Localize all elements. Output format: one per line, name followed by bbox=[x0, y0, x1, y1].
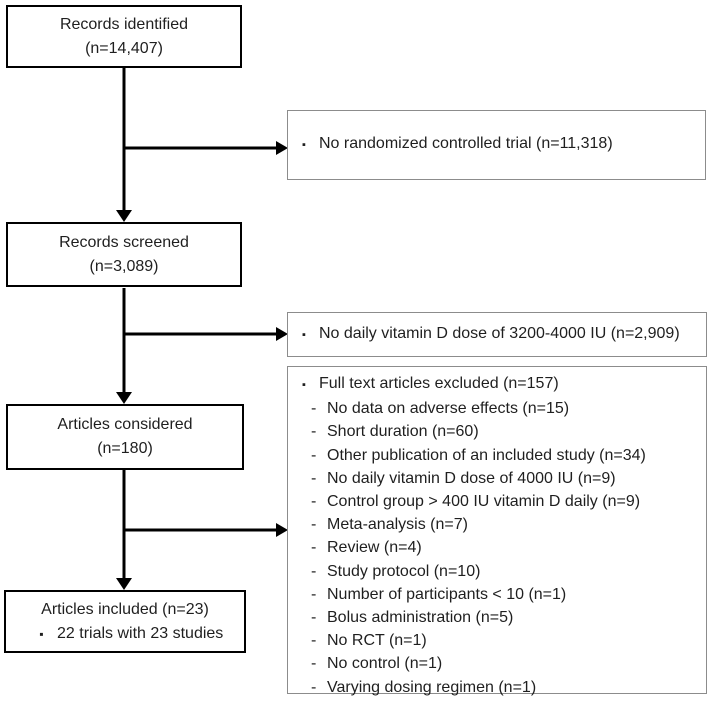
square-bullet-icon: ▪ bbox=[302, 379, 306, 391]
exclusion-reason-item: -Review (n=4) bbox=[288, 536, 706, 559]
exclusion-reason-item: -Varying dosing regimen (n=1) bbox=[288, 676, 706, 699]
dash-marker: - bbox=[311, 632, 317, 650]
box-label: Articles included (n=23) bbox=[41, 600, 209, 618]
exclusion-reason-item: -Control group > 400 IU vitamin D daily … bbox=[288, 490, 706, 513]
exclusion-reason-item: -No data on adverse effects (n=15) bbox=[288, 397, 706, 420]
exclusion-reason-item: -No control (n=1) bbox=[288, 652, 706, 675]
dash-marker: - bbox=[311, 562, 317, 580]
exclusion-reason-item: -Other publication of an included study … bbox=[288, 444, 706, 467]
box-label: Records identified bbox=[59, 15, 189, 33]
exclusion-reason-text: No control (n=1) bbox=[327, 655, 443, 673]
exclusion-reason-text: Varying dosing regimen (n=1) bbox=[327, 678, 537, 696]
box-label: Records screened bbox=[59, 233, 189, 251]
exclusion-row: ▪ No randomized controlled trial (n=11,3… bbox=[288, 132, 613, 157]
exclusion-reason-item: -Meta-analysis (n=7) bbox=[288, 513, 706, 536]
dash-marker: - bbox=[311, 585, 317, 603]
included-detail-text: 22 trials with 23 studies bbox=[57, 624, 224, 642]
square-bullet-icon: ▪ bbox=[302, 139, 306, 152]
included-detail-row: ▪ 22 trials with 23 studies bbox=[6, 622, 244, 646]
box-count: (n=180) bbox=[97, 440, 153, 457]
dash-marker: - bbox=[311, 609, 317, 627]
exclusion-reason-item: -Bolus administration (n=5) bbox=[288, 606, 706, 629]
exclusion-reason-text: No daily vitamin D dose of 4000 IU (n=9) bbox=[327, 469, 616, 487]
exclusion-reason-text: Study protocol (n=10) bbox=[327, 562, 481, 580]
arrowhead-down-3 bbox=[116, 578, 132, 590]
exclusion-reason-text: Review (n=4) bbox=[327, 539, 422, 557]
exclusion-reason-text: No RCT (n=1) bbox=[327, 632, 427, 650]
box-exclusion-no-rct: ▪ No randomized controlled trial (n=11,3… bbox=[287, 110, 706, 180]
square-bullet-icon: ▪ bbox=[39, 626, 44, 641]
box-count: (n=3,089) bbox=[89, 257, 159, 275]
exclusion-reason-item: -Study protocol (n=10) bbox=[288, 560, 706, 583]
dash-marker: - bbox=[311, 539, 317, 557]
exclusion-reason-item: -Number of participants < 10 (n=1) bbox=[288, 583, 706, 606]
dash-marker: - bbox=[311, 516, 317, 534]
box-exclusion-fulltext: ▪ Full text articles excluded (n=157) -N… bbox=[287, 366, 707, 696]
dash-marker: - bbox=[311, 423, 317, 441]
dash-marker: - bbox=[311, 400, 317, 418]
exclusion-reason-item: -No daily vitamin D dose of 4000 IU (n=9… bbox=[288, 467, 706, 490]
exclusion-text: No daily vitamin D dose of 3200-4000 IU … bbox=[319, 324, 680, 342]
exclusion-header-text: Full text articles excluded (n=157) bbox=[319, 375, 559, 392]
dash-marker: - bbox=[311, 678, 317, 696]
exclusion-reason-item: -Short duration (n=60) bbox=[288, 420, 706, 443]
exclusion-reason-text: Short duration (n=60) bbox=[327, 423, 479, 441]
box-count: (n=14,407) bbox=[85, 39, 163, 57]
dash-marker: - bbox=[311, 446, 317, 464]
exclusion-text: No randomized controlled trial (n=11,318… bbox=[319, 135, 613, 153]
arrowhead-down-2 bbox=[116, 392, 132, 404]
exclusion-reason-text: Other publication of an included study (… bbox=[327, 446, 646, 464]
box-articles-considered: Articles considered (n=180) bbox=[6, 404, 244, 470]
exclusion-reason-text: Meta-analysis (n=7) bbox=[327, 516, 468, 534]
square-bullet-icon: ▪ bbox=[302, 328, 306, 341]
box-articles-included: Articles included (n=23) ▪ 22 trials wit… bbox=[4, 590, 246, 653]
exclusion-row: ▪ No daily vitamin D dose of 3200-4000 I… bbox=[288, 322, 680, 347]
exclusion-reason-text: Control group > 400 IU vitamin D daily (… bbox=[327, 493, 641, 511]
exclusion-reason-text: Bolus administration (n=5) bbox=[327, 609, 514, 627]
exclusion-reason-text: Number of participants < 10 (n=1) bbox=[327, 585, 567, 603]
exclusion-reason-list: -No data on adverse effects (n=15) -Shor… bbox=[288, 397, 706, 699]
exclusion-header-row: ▪ Full text articles excluded (n=157) bbox=[288, 372, 706, 397]
dash-marker: - bbox=[311, 493, 317, 511]
box-records-screened: Records screened (n=3,089) bbox=[6, 222, 242, 287]
box-label: Articles considered bbox=[57, 416, 193, 433]
dash-marker: - bbox=[311, 655, 317, 673]
box-records-identified: Records identified (n=14,407) bbox=[6, 5, 242, 68]
arrowhead-down-1 bbox=[116, 210, 132, 222]
dash-marker: - bbox=[311, 469, 317, 487]
exclusion-reason-item: -No RCT (n=1) bbox=[288, 629, 706, 652]
exclusion-reason-text: No data on adverse effects (n=15) bbox=[327, 400, 570, 418]
box-exclusion-no-dose: ▪ No daily vitamin D dose of 3200-4000 I… bbox=[287, 312, 707, 357]
